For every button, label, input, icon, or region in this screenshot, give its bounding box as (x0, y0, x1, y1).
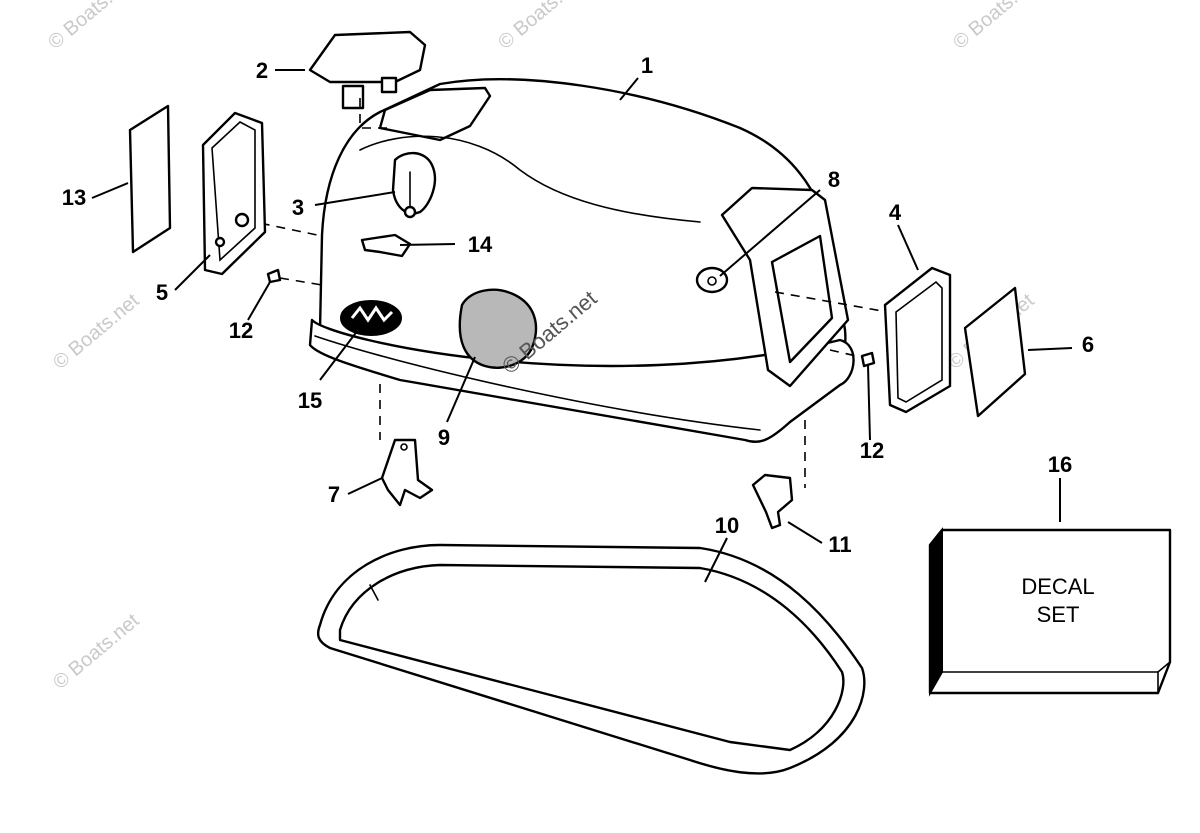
watermark: © Boats.net (949, 0, 1044, 54)
callout-3: 3 (292, 195, 304, 220)
part-10-seal-ring[interactable] (316, 543, 866, 775)
callout-11: 11 (828, 532, 851, 557)
callout-16: 16 (1048, 452, 1072, 477)
callout-4: 4 (889, 200, 902, 225)
part-12-screw-right[interactable] (860, 351, 876, 368)
part-13-pad[interactable] (128, 104, 172, 254)
callout-13: 13 (62, 185, 86, 210)
watermark: © Boats.net (494, 0, 589, 54)
callout-15: 15 (298, 388, 322, 413)
part-6-pad[interactable] (963, 286, 1027, 418)
callout-6: 6 (1082, 332, 1094, 357)
leader-lines (91, 69, 1073, 583)
part-5-panel[interactable] (201, 111, 267, 276)
watermark: © Boats.net (49, 609, 144, 693)
part-1-motor-cover[interactable] (308, 78, 855, 444)
assembly-lines (244, 98, 889, 488)
callouts: 1 2 3 4 5 6 7 8 9 10 11 12 12 13 14 15 1… (62, 53, 1094, 557)
watermark: © Boats.net (44, 0, 139, 54)
decal-set-line-1: DECAL (1021, 574, 1094, 599)
callout-12-right: 12 (860, 438, 884, 463)
callout-12-left: 12 (229, 318, 253, 343)
sound-foam-icon (458, 288, 538, 369)
callout-8: 8 (828, 167, 840, 192)
part-12-screw-left[interactable] (266, 268, 282, 284)
callout-7: 7 (328, 482, 340, 507)
part-16-decal-set-box[interactable]: DECAL SET (928, 527, 1172, 697)
part-2-cover-plate[interactable] (308, 30, 427, 110)
watermark: © Boats.net (49, 289, 144, 373)
callout-10: 10 (715, 513, 739, 538)
callout-5: 5 (156, 280, 168, 305)
part-4-window-frame[interactable] (883, 266, 952, 414)
callout-2: 2 (256, 58, 268, 83)
part-7-bracket[interactable] (380, 438, 434, 507)
part-11-bracket[interactable] (751, 473, 794, 530)
decal-set-line-2: SET (1037, 602, 1080, 627)
callout-14: 14 (468, 232, 493, 257)
callout-9: 9 (438, 425, 450, 450)
callout-1: 1 (641, 53, 653, 78)
